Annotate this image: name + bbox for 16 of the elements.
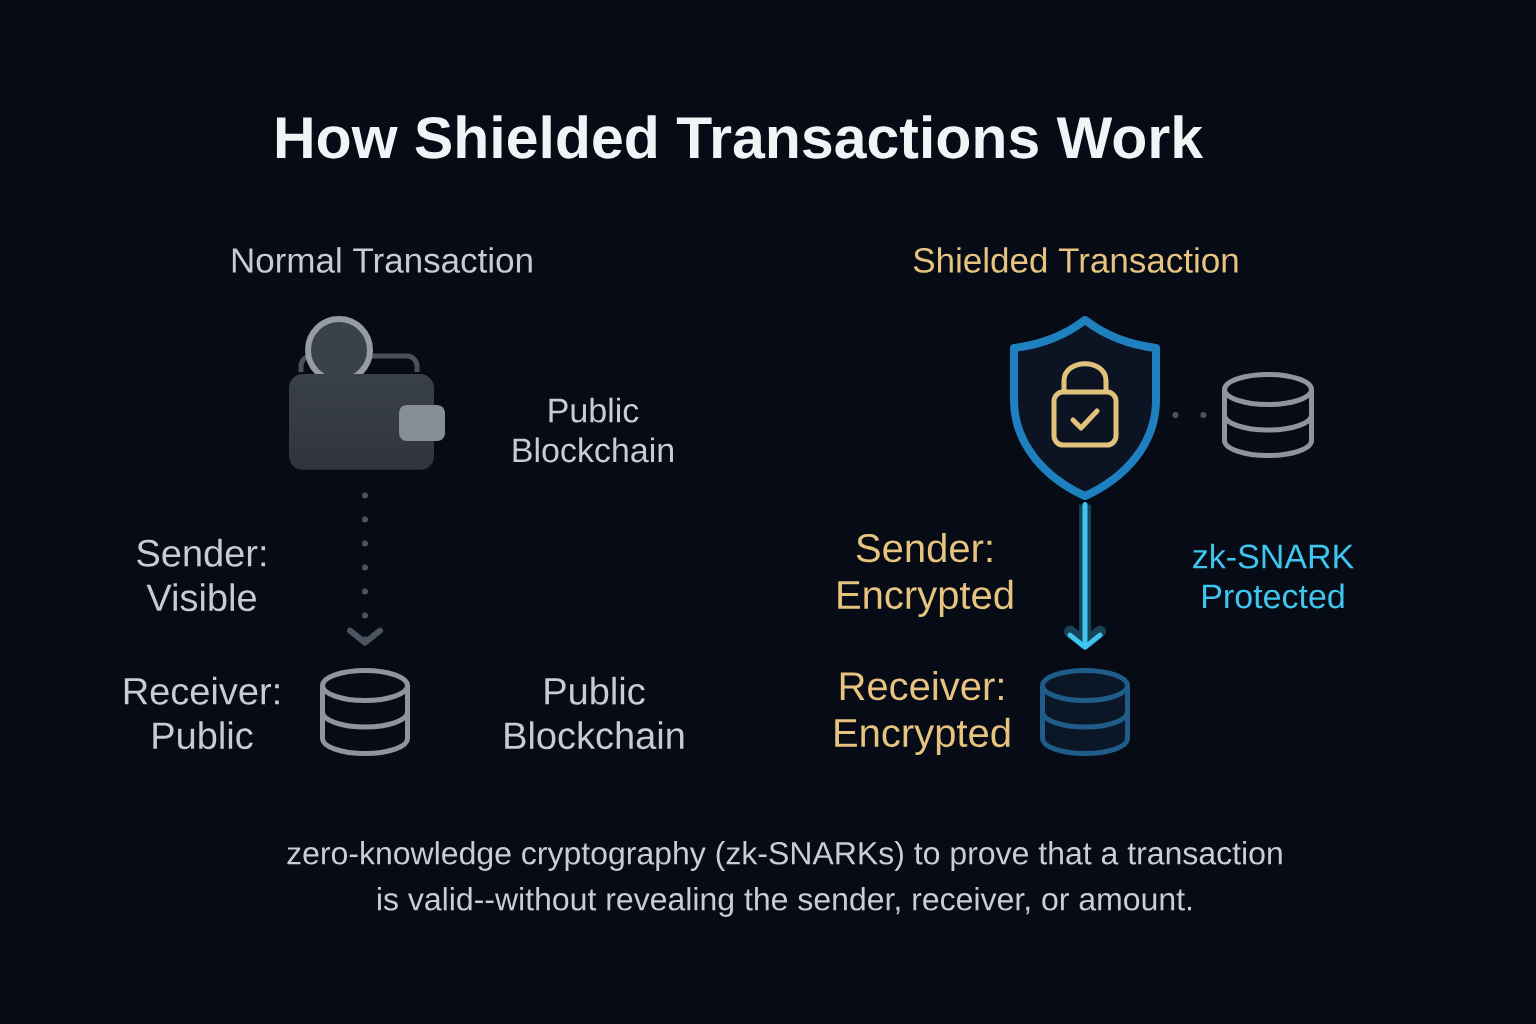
- database-icon: [320, 668, 410, 756]
- wallet-icon: [289, 316, 445, 470]
- text-label: Sender: Encrypted: [838, 532, 1013, 618]
- shield-lock-icon: [1010, 316, 1160, 500]
- title: How Shielded Transactions Work: [276, 115, 1204, 159]
- database-icon: [1040, 668, 1130, 756]
- dotted-arrow: [347, 492, 383, 646]
- section-heading: Shielded Transaction: [913, 247, 1238, 273]
- text-label: zk-SNARK Protected: [1193, 543, 1354, 609]
- dotted-line: [1172, 412, 1207, 418]
- database-icon: [1222, 372, 1314, 458]
- arrow: [1064, 501, 1106, 650]
- text-label: Public Blockchain: [505, 676, 684, 750]
- text-label: Public Blockchain: [513, 397, 673, 463]
- text-label: Sender: Visible: [137, 538, 266, 612]
- caption: zero-knowledge cryptography (zk-SNARKs) to prove that a transaction is valid--without revealing the sender, receiver, or amount.: [287, 841, 1282, 917]
